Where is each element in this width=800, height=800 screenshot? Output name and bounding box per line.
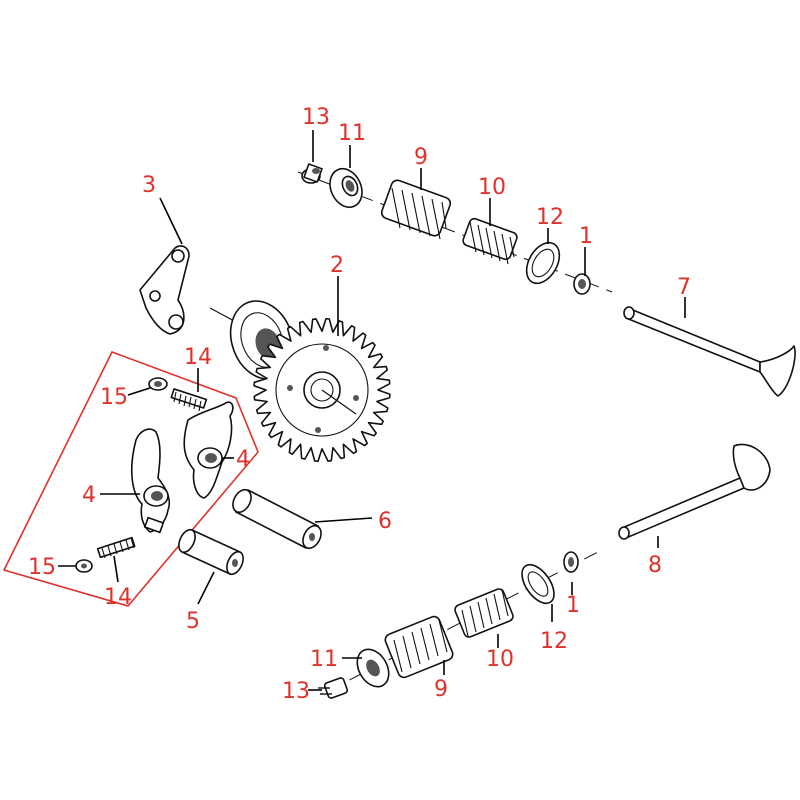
part-1-bottom-seal [563,551,579,573]
callout-9-top: 9 [414,145,428,170]
callout-10-top: 10 [478,175,506,200]
top-valve-train [297,163,613,295]
part-12-bottom-washer [521,563,555,605]
part-10-top-inner-spring [462,217,518,265]
callout-4-right: 4 [236,447,250,472]
part-11-bottom-retainer [356,648,390,688]
part-14-bottom-spring [96,536,136,559]
leader-lines [58,130,686,691]
callout-13-bottom: 13 [282,679,310,704]
part-11-top-retainer [329,167,363,209]
part-12-top-washer [525,241,561,285]
callout-11-bottom: 11 [310,647,338,672]
part-14-top-spring [170,388,208,412]
part-10-bottom-inner-spring [454,588,514,638]
callout-6: 6 [378,509,392,534]
part-5-rocker-shaft [178,528,244,576]
callout-3: 3 [142,173,156,198]
callout-9-bottom: 9 [434,677,448,702]
highlight-outline [2,350,259,607]
callout-10-bottom: 10 [486,647,514,672]
callout-1-top: 1 [579,224,593,249]
part-13-bottom-cap [318,677,349,699]
callout-4-left: 4 [82,483,96,508]
part-8-exhaust-valve [618,443,771,540]
part-2-cam-sprocket [209,300,391,463]
part-4-right-rocker-arm [183,401,234,499]
part-3-bracket [139,245,190,335]
callout-14-bottom: 14 [104,585,132,610]
sprocket-hub-ring [275,343,369,437]
part-13-top-cap [301,163,323,184]
rocker-assembly [75,377,322,576]
part-1-top-seal [573,273,591,295]
callout-13-top: 13 [302,105,330,130]
callout-14-top: 14 [184,345,212,370]
part-9-bottom-outer-spring [384,615,454,679]
callout-8: 8 [648,553,662,578]
callout-2: 2 [330,253,344,278]
callout-1-bottom: 1 [566,593,580,618]
callout-5: 5 [186,609,200,634]
callout-11-top: 11 [338,121,366,146]
part-9-top-outer-spring [380,179,452,240]
callout-7: 7 [677,275,691,300]
callout-15-bottom: 15 [28,555,56,580]
part-4-left-rocker-arm [130,428,171,534]
part-7-intake-valve [623,306,796,397]
callout-15-top: 15 [100,385,128,410]
part-6-rocker-shaft [232,488,322,550]
callout-12-bottom: 12 [540,629,568,654]
bottom-valve-train [318,551,599,699]
callout-12-top: 12 [536,205,564,230]
callouts: 13 11 9 10 12 1 7 3 2 14 15 4 4 6 15 14 … [28,105,691,704]
